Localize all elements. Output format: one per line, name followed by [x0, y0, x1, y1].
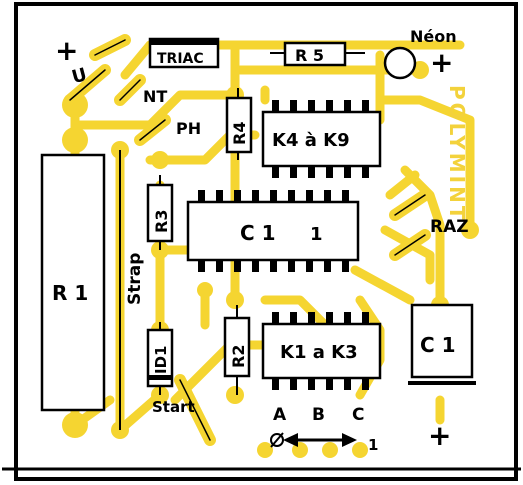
c-label: C: [352, 405, 364, 425]
resistor-r5-label: R 5: [295, 46, 324, 65]
ic-k1-k3-body: [261, 322, 382, 380]
resistor-r2-body: [223, 316, 251, 378]
diode-id1-label: ID1: [152, 346, 170, 374]
jumper-pad-a: [270, 432, 284, 448]
resistor-r5-body: [283, 41, 347, 67]
resistor-r3-body: [146, 183, 174, 243]
diode-id1-band: [148, 375, 172, 380]
start-label: Start: [152, 398, 195, 416]
ic-k4-k9-body: [261, 110, 382, 168]
capacitor-c1-label: C 1: [420, 333, 456, 357]
resistor-r1-body: [40, 153, 106, 412]
resistor-r4-label: R4: [230, 122, 249, 145]
ic-k4-k9-pins: [272, 100, 369, 178]
one-label: 1: [368, 436, 378, 454]
triac-label: TRIAC: [157, 51, 204, 67]
ic-k4-k9-label: K4 à K9: [272, 130, 350, 151]
resistor-r2-label: R2: [229, 345, 248, 368]
ic-k1-k3-label: K1 a K3: [280, 342, 358, 363]
raz-label: RAZ: [430, 217, 469, 237]
capacitor-c1-body: [410, 303, 474, 379]
wire-links: [64, 34, 431, 446]
triac-tab: [150, 39, 218, 45]
neon-lamp: [383, 46, 417, 80]
ph-label: PH: [176, 119, 201, 138]
ic-c1-pins: [198, 190, 349, 272]
jumper-arrow: [283, 433, 357, 447]
b-label: B: [312, 405, 325, 425]
resistor-r1-label: R 1: [52, 281, 88, 305]
ic-c1-body: [186, 200, 360, 262]
ic-c1-pin-label: 1: [310, 224, 323, 245]
u-label: U: [70, 64, 90, 88]
resistor-r3-label: R3: [152, 210, 171, 233]
plus-bottom-right: +: [428, 419, 451, 452]
neon-label: Néon: [410, 27, 457, 46]
resistor-r4-body: [225, 96, 253, 154]
nt-label: NT: [143, 87, 167, 106]
ic-k1-k3-pins: [272, 312, 369, 390]
strap-label: Strap: [125, 253, 145, 305]
brand-label: POLYMINT: [445, 85, 469, 223]
plus-top-right: +: [430, 46, 453, 79]
a-label: A: [273, 405, 287, 425]
ic-c1-label: C 1: [240, 221, 276, 245]
plus-top-left: +: [55, 34, 78, 67]
